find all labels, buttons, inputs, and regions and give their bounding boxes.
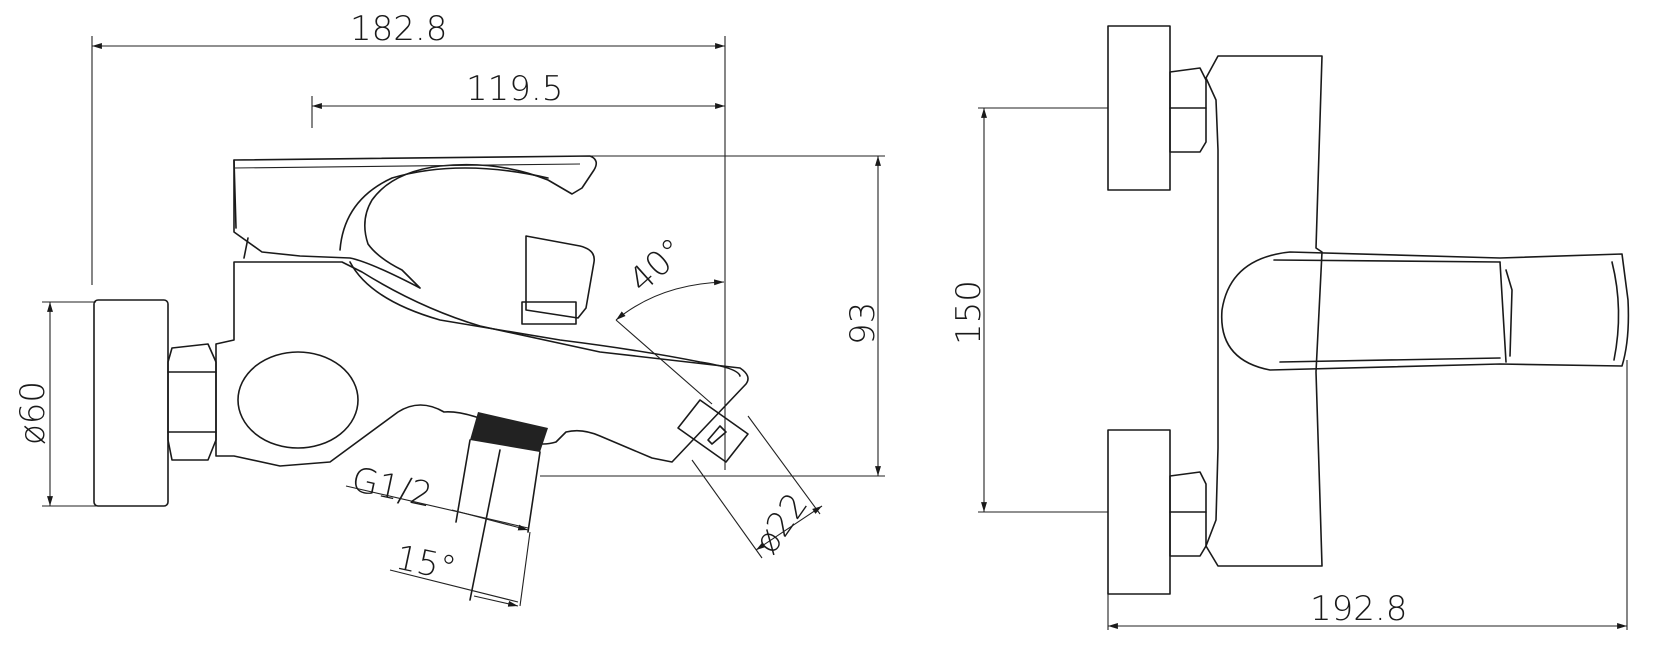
front-lever [1220, 251, 1630, 371]
dim-outlet-diameter: ø22 [691, 415, 823, 561]
front-view: 150 192.8 [949, 25, 1630, 630]
bottom-hex-nut [1169, 471, 1207, 557]
dim-thread-angle: 15° [389, 531, 531, 607]
outlet-aerator [677, 399, 749, 463]
dim-spout-length: 119.5 [311, 69, 725, 128]
dim-overall-length: 182.8 [91, 9, 726, 470]
threaded-inlet [455, 412, 548, 601]
top-flange [1107, 25, 1171, 191]
front-body [1205, 55, 1323, 567]
diverter-knob [521, 235, 596, 325]
overall-width-label: 192.8 [1310, 589, 1407, 629]
flange-diameter-label: ø60 [13, 381, 53, 445]
dim-overall-width: 192.8 [1107, 360, 1628, 630]
wall-flange [93, 299, 169, 507]
dim-thread: G1/2 [345, 460, 529, 531]
bottom-flange [1107, 429, 1171, 595]
thread-angle-label: 15° [392, 538, 459, 590]
overall-length-label: 182.8 [350, 9, 447, 49]
dim-height: 93 [540, 155, 885, 477]
hex-nut [167, 343, 217, 461]
valve-body [215, 261, 749, 467]
dim-flange-diameter: ø60 [13, 301, 96, 507]
spout-length-label: 119.5 [466, 69, 563, 109]
dim-outlet-angle: 40° [615, 231, 725, 405]
outlet-angle-label: 40° [621, 231, 693, 301]
diverter-oval [237, 351, 359, 449]
thread-label: G1/2 [348, 460, 436, 516]
side-view: 182.8 119.5 93 ø60 [13, 9, 885, 607]
height-label: 93 [843, 302, 883, 345]
top-hex-nut [1169, 67, 1207, 153]
spout [349, 261, 741, 377]
lever-handle [233, 155, 598, 289]
center-distance-label: 150 [949, 280, 989, 345]
dim-center-distance: 150 [949, 107, 1108, 513]
